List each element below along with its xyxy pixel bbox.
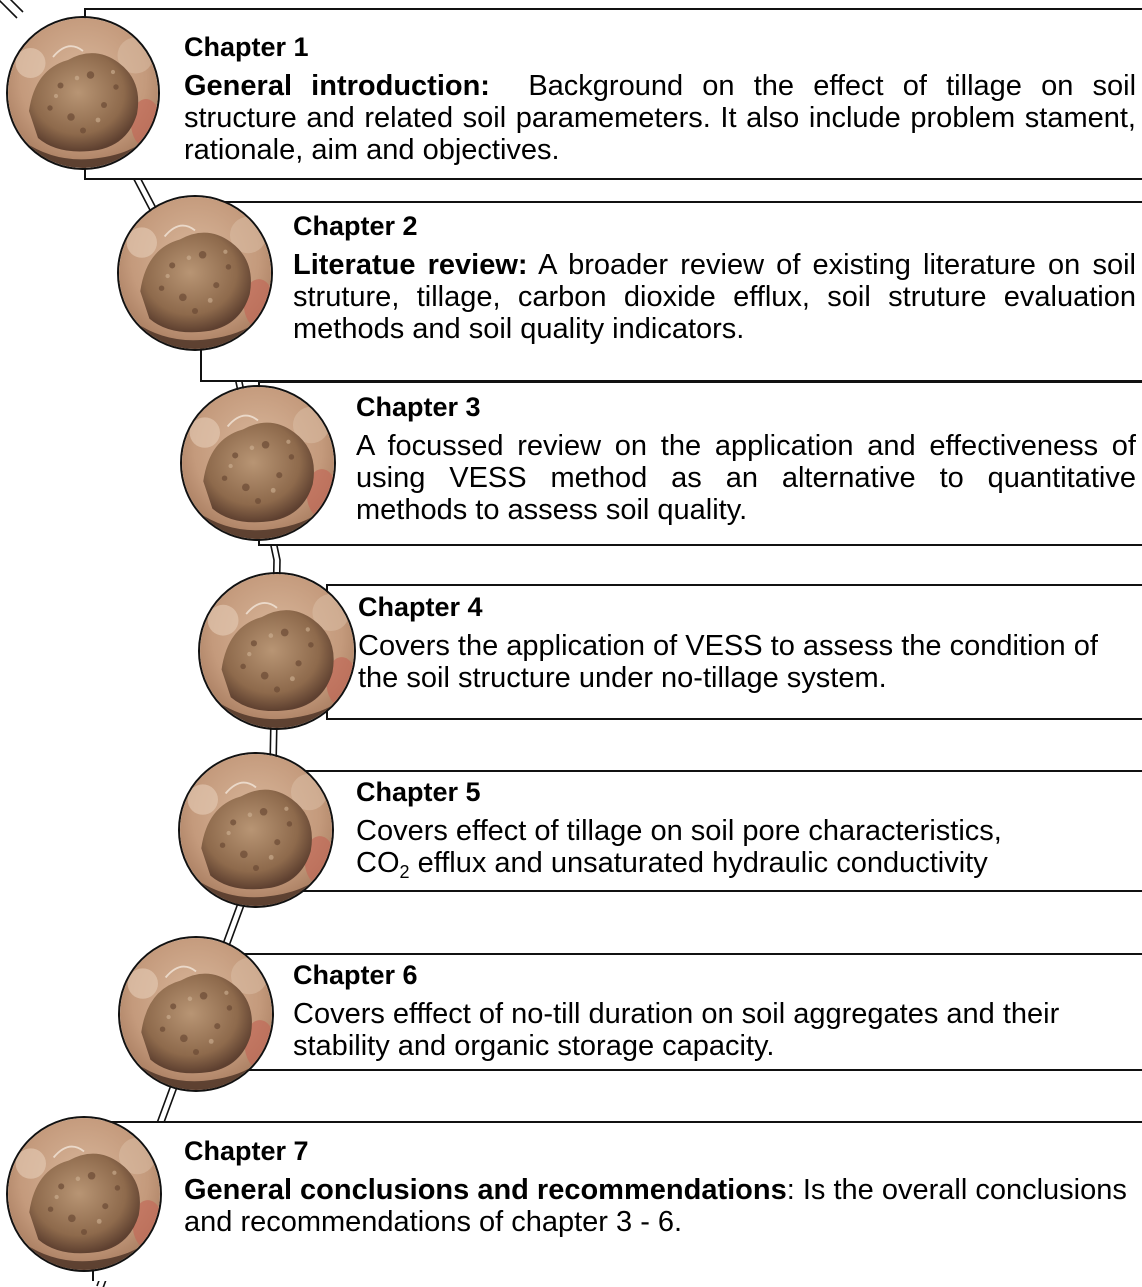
chapter-4-text: Chapter 4 Covers the application of VESS… [358,592,1142,694]
soil-photo-3 [180,385,336,541]
chapter-3-body: A focussed review on the application and… [356,430,1136,526]
soil-photo-6 [118,936,274,1092]
chapter-2-lead: Literatue review: [293,249,528,281]
chapter-6-text: Chapter 6 Covers efffect of no-till dura… [293,960,1136,1062]
chapter-2-text: Chapter 2 Literatue review: A broader re… [293,211,1136,345]
chapter-7-text: Chapter 7 General conclusions and recomm… [184,1136,1136,1238]
chapter-3-text: Chapter 3 A focussed review on the appli… [356,392,1136,526]
chapter-7-title: Chapter 7 [184,1136,1136,1166]
chapter-3-title: Chapter 3 [356,392,1136,422]
chapter-5-title: Chapter 5 [356,777,1136,807]
chapter-1-lead: General introduction: [184,70,490,102]
chapter-5-body: Covers effect of tillage on soil pore ch… [356,815,1136,879]
soil-photo-5 [178,752,334,908]
chapter-1-text: Chapter 1 General introduction: Backgrou… [184,32,1136,166]
chapter-4-body: Covers the application of VESS to assess… [358,630,1142,694]
chapter-7-lead: General conclusions and recommendations [184,1174,787,1206]
chapter-1-title: Chapter 1 [184,32,1136,62]
soil-photo-1 [6,16,160,170]
chapter-4-title: Chapter 4 [358,592,1142,622]
chapter-5-text: Chapter 5 Covers effect of tillage on so… [356,777,1136,879]
chapter-6-title: Chapter 6 [293,960,1136,990]
chapter-2-title: Chapter 2 [293,211,1136,241]
soil-photo-4 [198,572,356,730]
soil-photo-7 [6,1116,162,1272]
soil-photo-2 [117,195,273,351]
chapter-6-body: Covers efffect of no-till duration on so… [293,998,1136,1062]
